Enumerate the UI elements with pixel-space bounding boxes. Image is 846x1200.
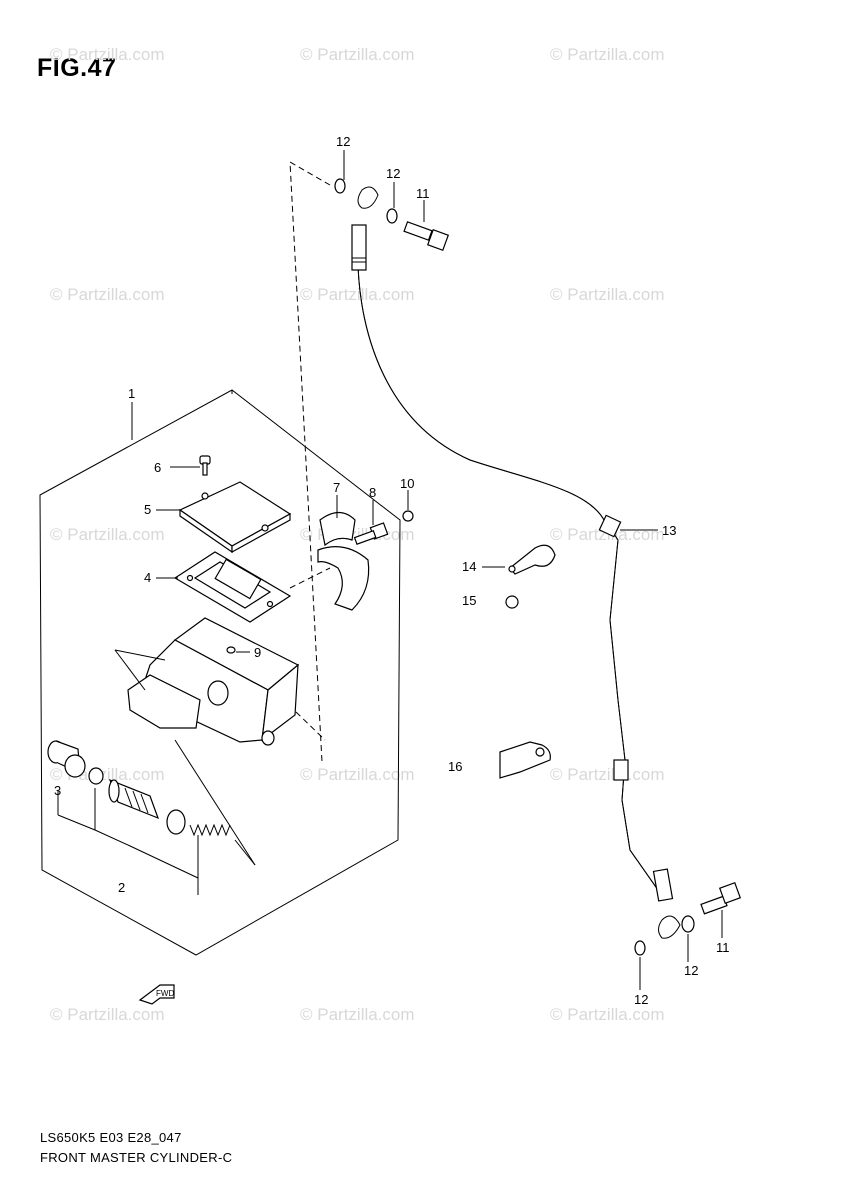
watermark-text: © Partzilla.com bbox=[50, 45, 165, 64]
return-spring bbox=[189, 823, 231, 837]
circlip bbox=[88, 767, 104, 785]
washer-bottom-right bbox=[681, 915, 695, 933]
callout-14: 14 bbox=[462, 559, 476, 574]
washer-top-right bbox=[386, 208, 398, 224]
callout-11-top: 11 bbox=[416, 186, 430, 201]
banjo-bolt-top bbox=[403, 221, 450, 252]
piston-bracket-lines bbox=[57, 739, 256, 895]
primary-cup bbox=[166, 809, 186, 835]
callout-3: 3 bbox=[54, 783, 61, 798]
callout-12-bottom-left: 12 bbox=[634, 992, 648, 1007]
banjo-bolt-bottom bbox=[700, 881, 742, 915]
figure-title: FIG.47 bbox=[37, 54, 117, 82]
callout-16: 16 bbox=[448, 759, 462, 774]
watermark-text: © Partzilla.com bbox=[300, 765, 415, 784]
callout-9: 9 bbox=[254, 645, 261, 660]
front-direction-arrow: FWD bbox=[138, 984, 175, 1005]
upper-brake-hose bbox=[351, 186, 606, 523]
callout-12-top-left: 12 bbox=[336, 134, 350, 149]
callout-1: 1 bbox=[128, 386, 135, 401]
clamp-bolt bbox=[353, 522, 389, 545]
lower-brake-hose bbox=[598, 514, 681, 939]
watermark-text: © Partzilla.com bbox=[550, 285, 665, 304]
watermark-layer: © Partzilla.com © Partzilla.com © Partzi… bbox=[50, 45, 665, 1024]
callout-6: 6 bbox=[154, 460, 161, 475]
callout-labels: 1 2 3 4 5 6 7 8 9 10 11 11 12 12 12 12 1… bbox=[54, 134, 730, 1007]
figure-caption: FRONT MASTER CYLINDER-C bbox=[40, 1150, 233, 1165]
callout-10: 10 bbox=[400, 476, 414, 491]
reservoir-cap bbox=[178, 481, 292, 554]
watermark-text: © Partzilla.com bbox=[50, 285, 165, 304]
alignment-lines bbox=[289, 161, 331, 763]
hose-bracket bbox=[499, 741, 551, 779]
callout-12-bottom-right: 12 bbox=[684, 963, 698, 978]
piston-boot bbox=[47, 740, 86, 778]
master-cylinder-body bbox=[114, 617, 300, 746]
callout-12-top-right: 12 bbox=[386, 166, 400, 181]
small-nut bbox=[402, 510, 414, 522]
washer-top-left bbox=[334, 178, 346, 194]
handlebar-clamp bbox=[317, 511, 370, 611]
callout-13: 13 bbox=[662, 523, 676, 538]
assembly-outline bbox=[39, 389, 401, 956]
leader-lines bbox=[131, 150, 723, 990]
diaphragm-plate bbox=[173, 551, 292, 623]
figure-code: LS650K5 E03 E28_047 bbox=[40, 1130, 182, 1145]
watermark-text: © Partzilla.com bbox=[300, 1005, 415, 1024]
guide-bolt bbox=[505, 595, 519, 609]
watermark-text: © Partzilla.com bbox=[550, 45, 665, 64]
watermark-text: © Partzilla.com bbox=[50, 1005, 165, 1024]
callout-7: 7 bbox=[333, 480, 340, 495]
callout-4: 4 bbox=[144, 570, 151, 585]
callout-8: 8 bbox=[369, 485, 376, 500]
watermark-text: © Partzilla.com bbox=[300, 45, 415, 64]
callout-5: 5 bbox=[144, 502, 151, 517]
callout-11-bottom: 11 bbox=[716, 940, 730, 955]
watermark-text: © Partzilla.com bbox=[50, 525, 165, 544]
piston bbox=[108, 778, 160, 820]
hose-guide bbox=[508, 544, 556, 575]
cover-screw bbox=[199, 455, 211, 476]
watermark-text: © Partzilla.com bbox=[550, 1005, 665, 1024]
watermark-text: © Partzilla.com bbox=[550, 765, 665, 784]
watermark-text: © Partzilla.com bbox=[300, 285, 415, 304]
callout-2: 2 bbox=[118, 880, 125, 895]
washer-bottom-left bbox=[634, 940, 646, 956]
callout-15: 15 bbox=[462, 593, 476, 608]
arrow-label: FWD bbox=[156, 989, 174, 998]
